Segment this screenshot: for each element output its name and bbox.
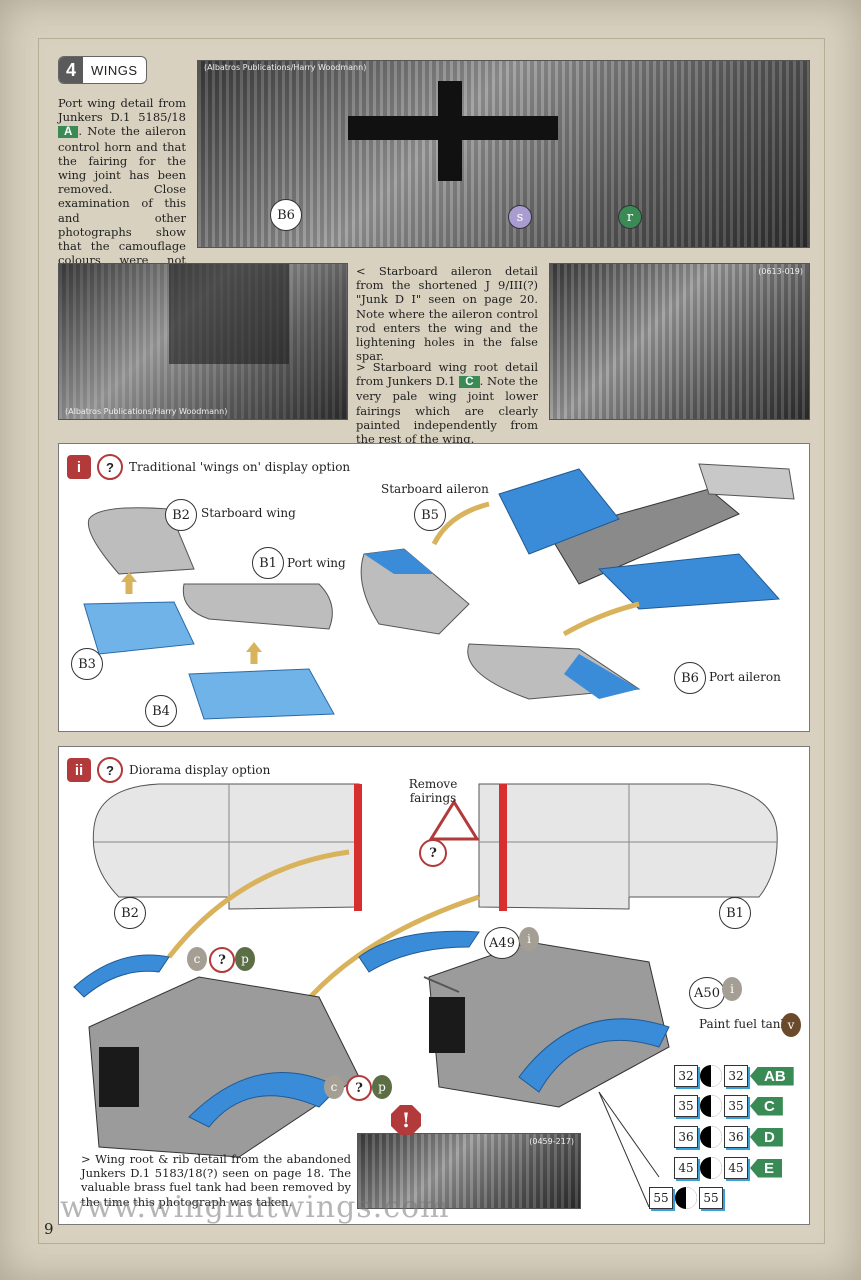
fairing-right bbox=[499, 784, 507, 911]
label-a49: A49 bbox=[484, 927, 520, 959]
warning-icon: ! bbox=[391, 1105, 421, 1135]
color-code-a: A bbox=[58, 126, 79, 139]
starboard-aileron-wing bbox=[360, 548, 470, 635]
option-title: Traditional 'wings on' display option bbox=[129, 460, 351, 474]
starboard-aileron-photo: (Albatros Publications/Harry Woodmann) bbox=[58, 263, 348, 420]
section-number: 4 bbox=[59, 57, 84, 83]
yin-yang-icon bbox=[675, 1187, 697, 1209]
photo-credit: (0613-019) bbox=[758, 267, 803, 276]
diorama-diagram bbox=[73, 783, 778, 1208]
aircraft-fuselage bbox=[548, 488, 740, 585]
aircraft-starboard-wing bbox=[498, 468, 620, 555]
wing-rib-photo: (0459-217) bbox=[357, 1133, 581, 1209]
starboard-aileron-description: < Starboard aileron detail from the shor… bbox=[356, 264, 538, 364]
callout-b6: B6 bbox=[270, 199, 302, 231]
port-wing-photo: (Albatros Publications/Harry Woodmann) B… bbox=[197, 60, 810, 248]
aircraft-tail bbox=[698, 463, 795, 500]
question-icon: ? bbox=[97, 757, 123, 783]
wing-b2 bbox=[92, 783, 360, 910]
label-b1: B1 bbox=[719, 897, 751, 929]
photo-credit: (Albatros Publications/Harry Woodmann) bbox=[65, 407, 228, 416]
diorama-option-panel: ii ? Diorama display option bbox=[58, 746, 810, 1225]
paint-p-icon: p bbox=[372, 1075, 392, 1099]
option-header: ii ? Diorama display option bbox=[67, 757, 270, 783]
fairing-left bbox=[354, 784, 362, 911]
wings-on-diagram bbox=[83, 463, 795, 720]
paint-p-icon: p bbox=[235, 947, 255, 971]
label-b3: B3 bbox=[71, 648, 103, 680]
yin-yang-icon bbox=[700, 1157, 722, 1179]
question-icon: ? bbox=[209, 947, 235, 973]
wing-b1 bbox=[478, 783, 778, 910]
option-title: Diorama display option bbox=[129, 763, 271, 777]
label-b6: B6 bbox=[674, 662, 706, 694]
remove-fairings-label: Remove fairings bbox=[408, 777, 458, 805]
label-starboard-wing: Starboard wing bbox=[201, 506, 296, 520]
paint-i-icon: i bbox=[519, 927, 539, 951]
remove-warning-icon bbox=[428, 799, 480, 841]
option-number: i bbox=[67, 455, 91, 479]
port-wing-description: Port wing detail from Junkers D.1 5185/1… bbox=[58, 96, 186, 281]
label-b2: B2 bbox=[165, 499, 197, 531]
section-tag: 4 WINGS bbox=[58, 56, 147, 84]
port-wing bbox=[182, 583, 333, 630]
label-b2: B2 bbox=[114, 897, 146, 929]
paint-c-icon: c bbox=[187, 947, 207, 971]
paint-c-icon: c bbox=[324, 1075, 344, 1099]
wings-on-option-panel: i ? Traditional 'wings on' display optio… bbox=[58, 443, 810, 732]
color-code-c: C bbox=[459, 376, 480, 389]
callout-s: s bbox=[508, 205, 532, 229]
watermark: www.wingnutwings.com bbox=[60, 1190, 450, 1225]
label-b4: B4 bbox=[145, 695, 177, 727]
label-a50: A50 bbox=[689, 977, 725, 1009]
wing-root-rib-description: > Wing root & rib detail from the abando… bbox=[81, 1152, 351, 1209]
option-number: ii bbox=[67, 758, 91, 782]
part-a49 bbox=[358, 930, 480, 973]
label-port-wing: Port wing bbox=[287, 556, 346, 570]
aircraft-port-wing bbox=[597, 553, 781, 610]
photo-credit: (0459-217) bbox=[529, 1137, 574, 1146]
question-icon: ? bbox=[346, 1075, 372, 1101]
page-frame bbox=[38, 38, 825, 1244]
fuel-tank-frame bbox=[518, 1018, 670, 1093]
wing-root-photo: (0613-019) bbox=[549, 263, 810, 420]
label-port-aileron: Port aileron bbox=[709, 670, 781, 684]
paint-v-icon: v bbox=[781, 1013, 801, 1037]
label-b5: B5 bbox=[414, 499, 446, 531]
question-icon: ? bbox=[419, 839, 447, 867]
yin-yang-icon bbox=[700, 1065, 722, 1087]
section-title: WINGS bbox=[91, 62, 138, 78]
yin-yang-icon bbox=[700, 1126, 722, 1148]
page-number: 9 bbox=[44, 1220, 54, 1238]
option-header: i ? Traditional 'wings on' display optio… bbox=[67, 454, 350, 480]
label-b1: B1 bbox=[252, 547, 284, 579]
wing-root-description: > Starboard wing root detail from Junker… bbox=[356, 360, 538, 447]
question-icon: ? bbox=[97, 454, 123, 480]
rib-top-left bbox=[73, 954, 170, 998]
label-starboard-aileron: Starboard aileron bbox=[381, 482, 489, 496]
yin-yang-icon bbox=[700, 1095, 722, 1117]
photo-credit: (Albatros Publications/Harry Woodmann) bbox=[204, 63, 367, 72]
part-b4 bbox=[188, 668, 335, 720]
paint-i-icon: i bbox=[722, 977, 742, 1001]
callout-r: r bbox=[618, 205, 642, 229]
part-b3 bbox=[83, 601, 195, 655]
paint-fuel-tank-label: Paint fuel tank bbox=[699, 1017, 788, 1031]
